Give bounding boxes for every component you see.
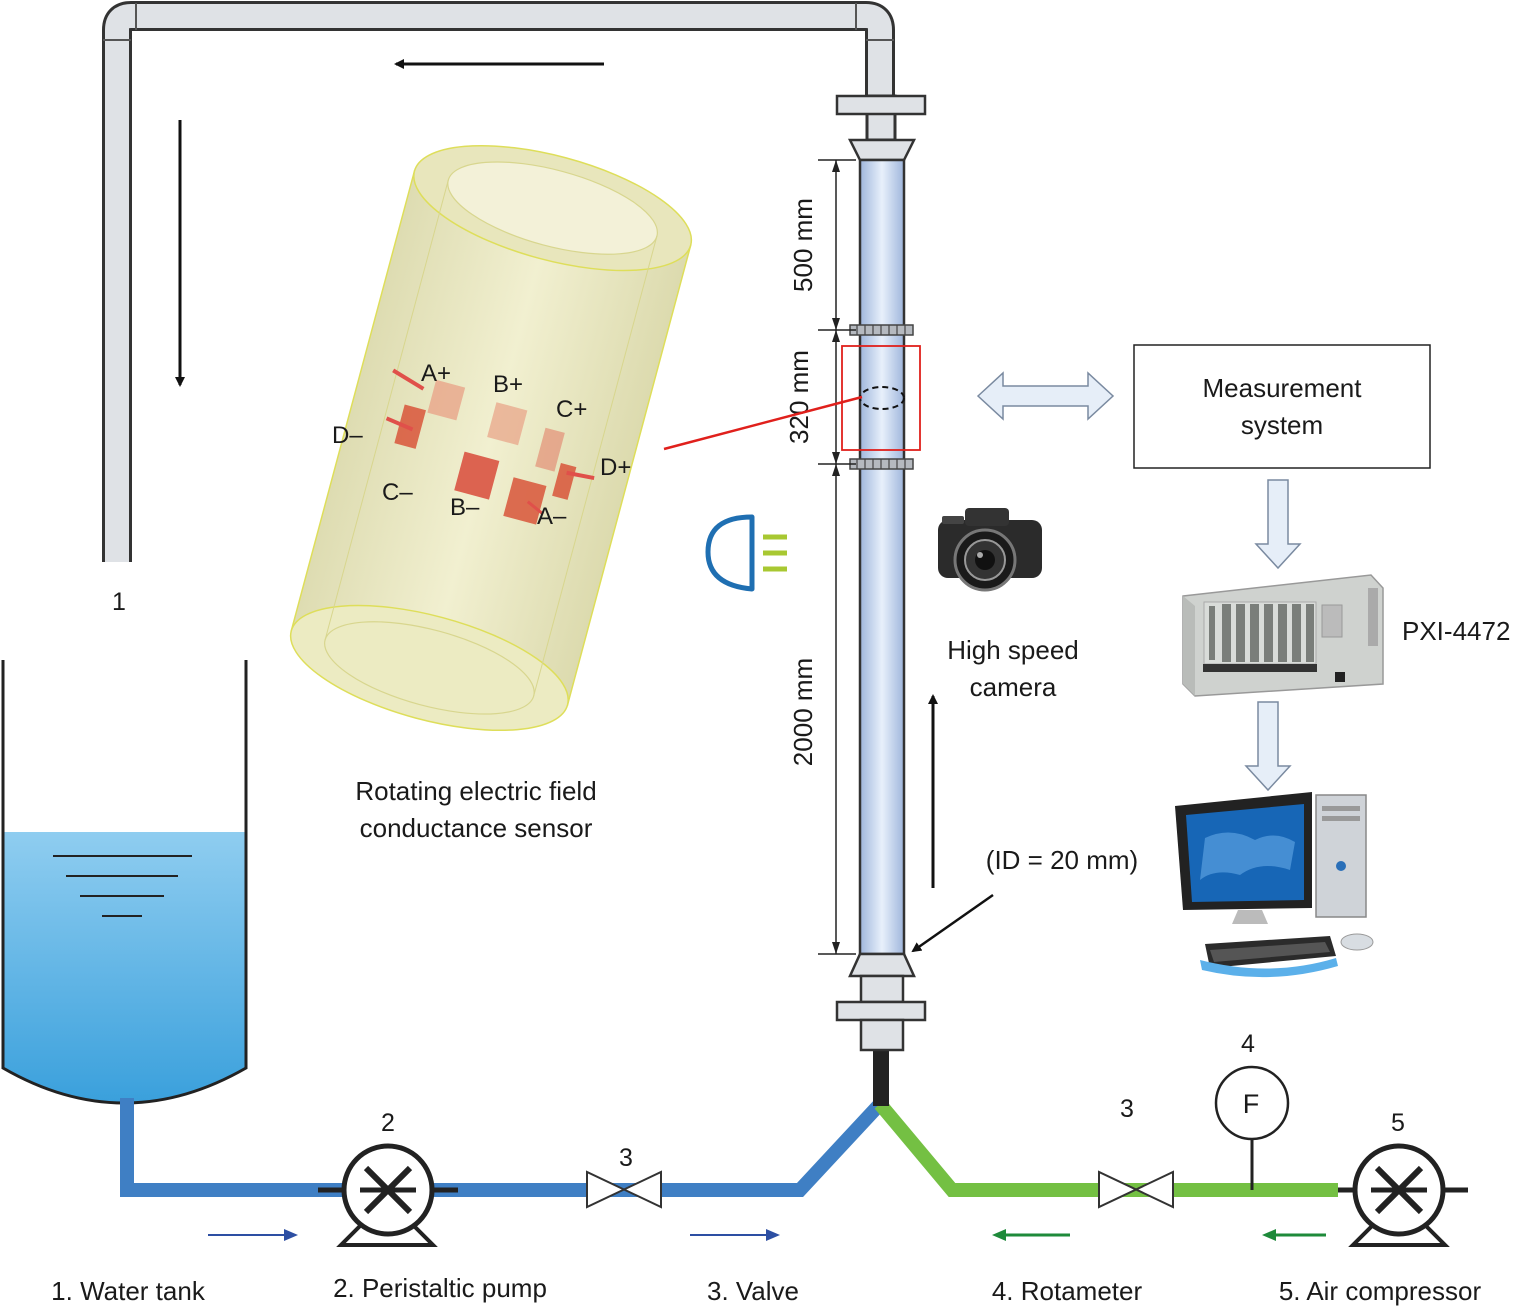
camera-label-line2: camera [970, 672, 1057, 702]
electrode-label-a-plus: A+ [421, 360, 451, 387]
id-pointer-arrow [911, 893, 994, 953]
mixing-pipe [873, 1048, 889, 1106]
water-valve-number: 3 [619, 1144, 633, 1172]
dimension-mid-label: 320 mm [784, 350, 814, 444]
pxi-chassis-icon [1182, 574, 1384, 697]
sensor-pointer-line [663, 395, 863, 451]
electrode-a-plus [427, 379, 466, 421]
legend-water-tank: 1. Water tank [51, 1276, 206, 1306]
electrode-label-d-plus: D+ [600, 454, 631, 481]
measurement-system-line1: Measurement [1203, 373, 1363, 403]
high-speed-camera-icon [938, 508, 1042, 592]
dimension-lines [818, 159, 856, 955]
electrode-b-plus [487, 402, 528, 446]
electrode-label-b-plus: B+ [493, 371, 523, 398]
water-valve[interactable] [586, 1170, 662, 1209]
sensor-caption-line2: conductance sensor [360, 813, 593, 843]
rotameter-number: 4 [1241, 1030, 1255, 1058]
air-valve[interactable] [1098, 1170, 1174, 1209]
electrode-a-minus [503, 477, 547, 525]
legend-air-compressor: 5. Air compressor [1279, 1276, 1482, 1306]
camera-label-line1: High speed [947, 635, 1079, 665]
water-tank [1, 660, 248, 1105]
compressor-number: 5 [1391, 1109, 1405, 1137]
pxi-label: PXI-4472 [1402, 616, 1510, 646]
electrode-label-d-minus: D– [332, 422, 363, 449]
down-arrow-to-computer [1244, 701, 1292, 792]
legend-peristaltic-pump: 2. Peristaltic pump [333, 1273, 547, 1303]
vertical-test-section [835, 94, 927, 1052]
electrode-b-minus [454, 451, 500, 500]
rotameter[interactable]: F [1214, 1065, 1290, 1190]
down-arrow-to-pxi [1254, 479, 1302, 570]
data-link-double-arrow [976, 371, 1115, 421]
water-flow-arrow-2 [690, 1229, 780, 1241]
water-supply-line [120, 1098, 886, 1197]
computer-icon [1175, 792, 1374, 978]
air-compressor[interactable] [1338, 1143, 1468, 1247]
peristaltic-pump[interactable] [318, 1143, 458, 1247]
sensor-caption-line1: Rotating electric field [355, 776, 596, 806]
inner-diameter-label: (ID = 20 mm) [986, 845, 1138, 875]
light-source-icon [705, 514, 787, 592]
dimension-bottom-label: 2000 mm [788, 658, 818, 766]
rotameter-symbol: F [1243, 1089, 1260, 1119]
legend-rotameter: 4. Rotameter [992, 1276, 1143, 1306]
water-flow-arrow-1 [208, 1229, 298, 1241]
air-supply-line [874, 1099, 1338, 1197]
air-valve-number: 3 [1120, 1095, 1134, 1123]
electrode-label-c-plus: C+ [556, 396, 587, 423]
air-flow-arrow-1 [992, 1229, 1070, 1241]
electrode-label-c-minus: C– [382, 479, 413, 506]
return-pipe [102, 1, 895, 562]
dimension-top-label: 500 mm [788, 198, 818, 292]
electrode-label-b-minus: B– [450, 494, 480, 521]
legend-valve: 3. Valve [707, 1276, 799, 1306]
measurement-system-box[interactable]: Measurement system [1133, 344, 1431, 469]
sensor-location-box [841, 345, 921, 451]
electrode-label-a-minus: A– [537, 503, 567, 530]
pump-number: 2 [381, 1109, 395, 1137]
conductance-sensor-model [289, 144, 693, 732]
air-flow-arrow-2 [1262, 1229, 1326, 1241]
measurement-system-line2: system [1241, 410, 1323, 440]
return-pipe-number: 1 [112, 588, 126, 616]
